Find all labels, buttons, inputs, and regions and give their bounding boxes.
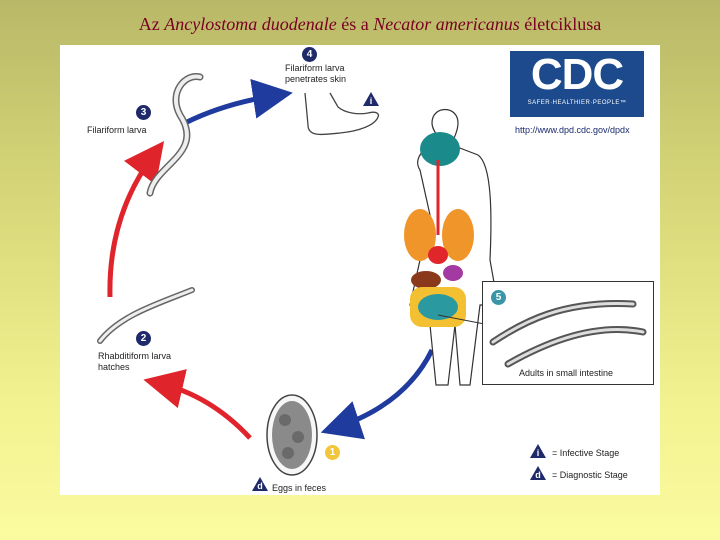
infective-stage-icon: i	[363, 92, 379, 106]
eggs-label: Eggs in feces	[272, 483, 327, 493]
svg-text:i: i	[537, 448, 540, 458]
legend-infective-label: = Infective Stage	[552, 448, 620, 458]
stage-1-badge: 1	[325, 445, 340, 460]
legend-diagnostic-icon: d	[530, 466, 546, 480]
foot	[304, 92, 380, 136]
lifecycle-diagram: 4 Filariform larva penetrates skin i 3 F…	[60, 45, 660, 495]
arrow-filariform-to-skin	[183, 78, 293, 126]
legend-diagnostic-label: = Diagnostic Stage	[552, 470, 628, 480]
arrow-eggs-to-rhabditiform	[143, 369, 252, 440]
stage-4-label: Filariform larva penetrates skin	[285, 63, 347, 84]
stage-4-badge: 4	[302, 47, 317, 62]
stage-5-label: Adults in small intestine	[519, 368, 614, 378]
diagnostic-stage-icon: d	[252, 477, 268, 491]
legend-infective-icon: i	[530, 444, 546, 458]
cdc-logo: CDC SAFER·HEALTHIER·PEOPLE™	[510, 51, 644, 117]
adult-worms	[489, 300, 647, 368]
adults-inset: 5 Adults in small intestine	[482, 281, 654, 385]
stage-5-badge: 5	[491, 290, 506, 305]
arrow-host-to-eggs	[320, 348, 435, 440]
svg-text:d: d	[535, 470, 541, 480]
stage-3-label: Filariform larva	[87, 125, 147, 135]
cdc-url: http://www.dpd.cdc.gov/dpdx	[515, 125, 630, 135]
stage-2-badge: 2	[136, 331, 151, 346]
slide-title: Az Ancylostoma duodenale és a Necator am…	[138, 14, 602, 34]
arrow-rhabditiform-to-filariform	[107, 141, 165, 298]
stage-2-label: Rhabditiform larva hatches	[98, 351, 172, 372]
svg-text:i: i	[370, 96, 373, 106]
diagram-drawing	[97, 73, 501, 476]
stage-3-badge: 3	[136, 105, 151, 120]
svg-text:d: d	[257, 481, 263, 491]
